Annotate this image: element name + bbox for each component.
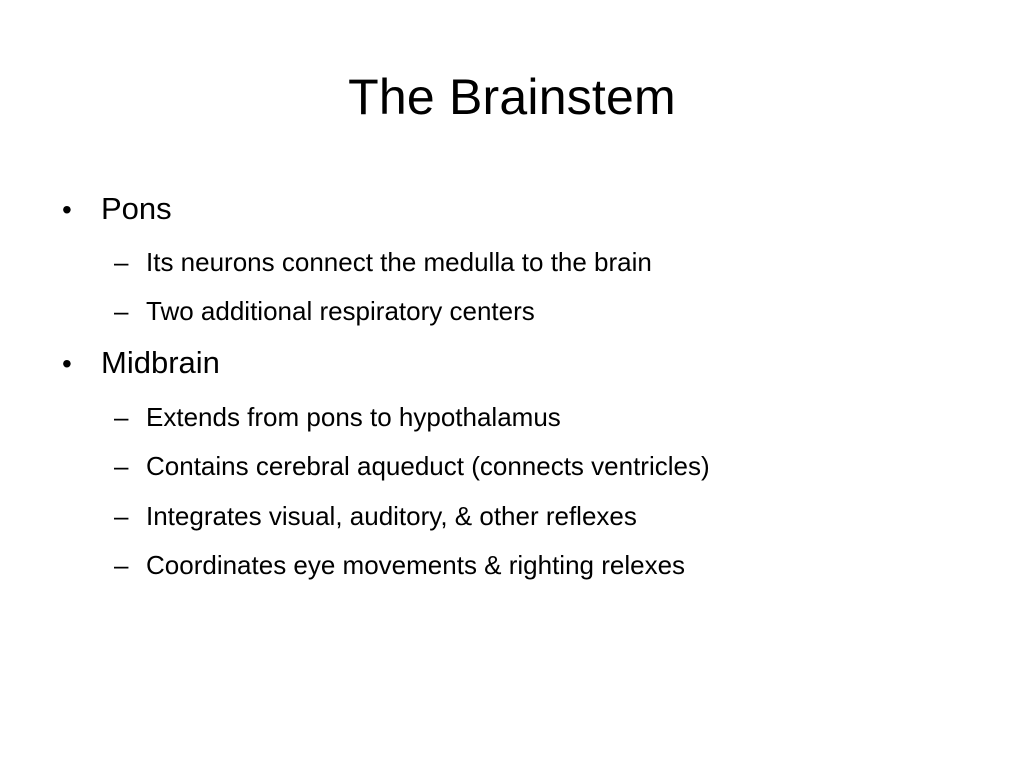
sub-bullet-marker: – [114,550,129,580]
sub-bullet-marker: – [114,402,129,432]
sub-bullet-marker: – [114,501,129,531]
sub-bullet-text: Extends from pons to hypothalamus [146,402,561,432]
bullet-text: Pons [101,191,172,226]
sub-bullet-marker: – [114,451,129,481]
sub-bullet-marker: – [114,247,129,277]
slide-title: The Brainstem [348,69,676,125]
sub-bullet-text: Contains cerebral aqueduct (connects ven… [146,451,710,481]
sub-bullet-marker: – [114,296,129,326]
bullet-marker: • [62,348,72,379]
sub-bullet-text: Two additional respiratory centers [146,296,535,326]
sub-bullet-text: Coordinates eye movements & righting rel… [146,550,686,580]
bullet-text: Midbrain [101,345,220,380]
bullet-marker: • [62,194,72,225]
sub-bullet-text: Its neurons connect the medulla to the b… [146,247,652,277]
sub-bullet-text: Integrates visual, auditory, & other ref… [146,501,637,531]
